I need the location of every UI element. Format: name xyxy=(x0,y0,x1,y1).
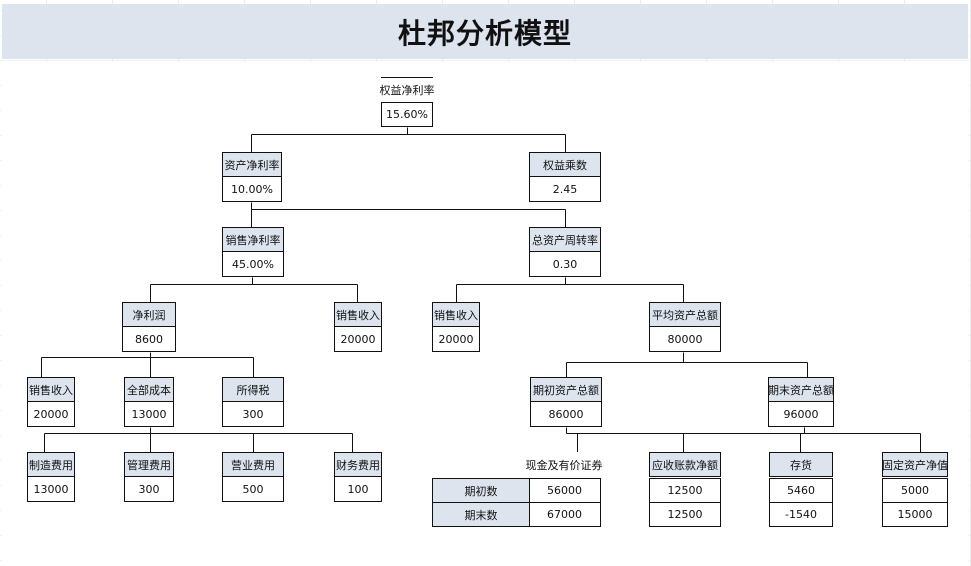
row-label-end: 期末数 xyxy=(432,503,530,527)
page-title: 杜邦分析模型 xyxy=(397,16,572,50)
node-value: 10.00% xyxy=(222,177,282,202)
node-label: 销售净利率 xyxy=(222,227,284,252)
node-value: 96000 xyxy=(768,402,834,427)
node-label: 管理费用 xyxy=(124,452,174,477)
node-label: 制造费用 xyxy=(27,452,75,477)
node-value: 20000 xyxy=(334,327,382,352)
node-value: 80000 xyxy=(649,327,721,352)
node-value: 45.00% xyxy=(222,252,284,277)
node-label: 期末资产总额 xyxy=(768,377,834,402)
node-label: 净利润 xyxy=(122,302,176,327)
inventory-begin-value: 5460 xyxy=(769,478,833,503)
connector-net-profit xyxy=(41,352,254,377)
column-label-cash: 现金及有价证券 xyxy=(526,452,603,477)
node-value: 15.60% xyxy=(381,102,433,127)
node-label: 销售收入 xyxy=(334,302,382,327)
node-value: 100 xyxy=(334,477,382,502)
node-label: 所得税 xyxy=(222,377,284,402)
connector-assets xyxy=(566,427,921,452)
node-label: 财务费用 xyxy=(334,452,382,477)
node-label: 平均资产总额 xyxy=(649,302,721,327)
row-label-begin: 期初数 xyxy=(432,478,530,503)
connector-roa xyxy=(251,202,566,227)
node-value: 13000 xyxy=(124,402,174,427)
connector-total-cost xyxy=(44,427,353,452)
node-value: 20000 xyxy=(27,402,75,427)
connector-avg-assets xyxy=(566,352,808,377)
node-label: 营业费用 xyxy=(222,452,284,477)
fixed-assets-begin-value: 5000 xyxy=(882,478,948,503)
column-label-inventory: 存货 xyxy=(769,452,833,477)
node-value: 13000 xyxy=(27,477,75,502)
receivables-end-value: 12500 xyxy=(649,503,721,527)
connector-roe xyxy=(251,127,566,152)
node-value: 300 xyxy=(124,477,174,502)
node-value: 0.30 xyxy=(529,252,601,277)
node-label: 资产净利率 xyxy=(222,152,282,177)
inventory-end-value: -1540 xyxy=(769,503,833,527)
cash-end-value: 67000 xyxy=(529,503,601,527)
connector-net-margin xyxy=(150,277,358,302)
connector-asset-turnover xyxy=(456,277,684,302)
column-label-fixed-assets: 固定资产净值 xyxy=(882,452,948,477)
receivables-begin-value: 12500 xyxy=(649,478,721,503)
node-value: 300 xyxy=(222,402,284,427)
node-label: 全部成本 xyxy=(124,377,174,402)
node-value: 20000 xyxy=(432,327,480,352)
column-label-receivables: 应收账款净额 xyxy=(649,452,721,477)
node-value: 8600 xyxy=(122,327,176,352)
node-value: 86000 xyxy=(530,402,602,427)
node-value: 2.45 xyxy=(529,177,601,202)
node-label: 销售收入 xyxy=(432,302,480,327)
node-label: 销售收入 xyxy=(27,377,75,402)
node-label: 期初资产总额 xyxy=(530,377,602,402)
cash-begin-value: 56000 xyxy=(529,478,601,503)
title-banner: 杜邦分析模型 xyxy=(2,4,968,59)
node-value: 500 xyxy=(222,477,284,502)
node-label: 权益乘数 xyxy=(529,152,601,177)
node-label: 权益净利率 xyxy=(380,77,435,102)
fixed-assets-end-value: 15000 xyxy=(882,503,948,527)
node-label: 总资产周转率 xyxy=(529,227,601,252)
